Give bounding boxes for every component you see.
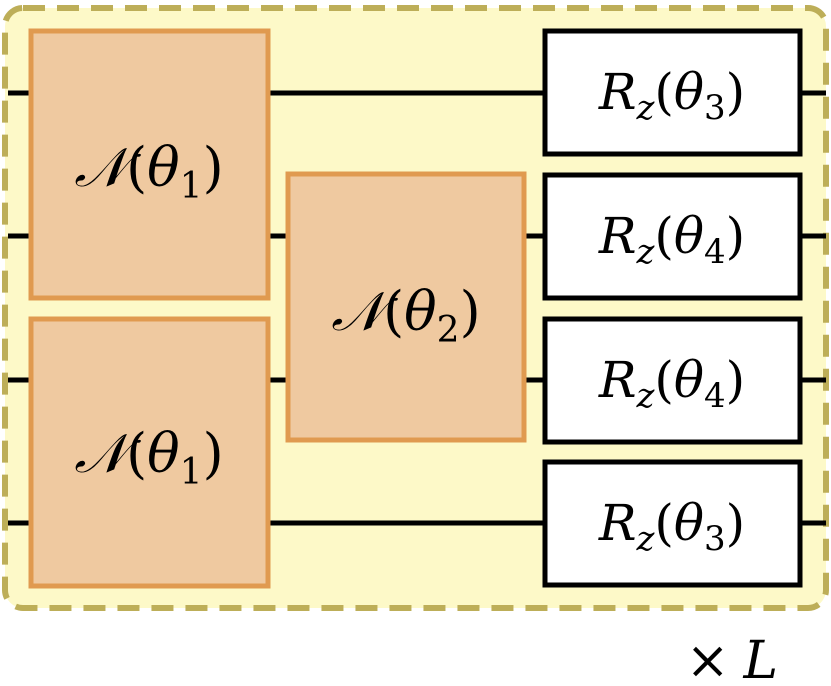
svg-text:Rz(θ4): Rz(θ4) <box>598 351 745 416</box>
n-gate-middle: 𝒩(θ2) <box>285 171 527 443</box>
n-gate-bottom-sub: 1 <box>180 452 203 493</box>
svg-text:𝒩(θ2): 𝒩(θ2) <box>331 280 480 351</box>
rz-gate-1-param: θ <box>674 63 704 121</box>
rz-gate-2-op-sub: z <box>635 232 655 272</box>
n-gate-bottom: 𝒩(θ1) <box>28 316 271 589</box>
svg-text:𝒩(θ1): 𝒩(θ1) <box>74 136 223 207</box>
rz-gate-3-param: θ <box>674 351 704 409</box>
n-gate-bottom-param: θ <box>147 422 180 485</box>
rz-gate-3-op: R <box>598 351 637 409</box>
rz-gate-2-op: R <box>598 207 637 265</box>
rz-gate-2: Rz(θ4) <box>542 172 803 301</box>
rz-gate-1: Rz(θ3) <box>542 28 803 157</box>
n-gate-top: 𝒩(θ1) <box>28 28 271 301</box>
rz-gate-2-sub: 4 <box>704 232 726 272</box>
n-gate-middle-param: θ <box>404 280 437 343</box>
n-gate-top-sub: 1 <box>180 166 203 207</box>
svg-text:Rz(θ4): Rz(θ4) <box>598 207 745 272</box>
n-gate-top-param: θ <box>147 136 180 199</box>
repeat-times-symbol: × <box>686 631 730 686</box>
rz-gate-3-sub: 4 <box>704 376 726 416</box>
rz-gate-3: Rz(θ4) <box>542 316 803 445</box>
rz-gate-1-sub: 3 <box>704 88 726 128</box>
n-gate-middle-sub: 2 <box>437 310 460 351</box>
rz-gate-4-param: θ <box>674 494 704 552</box>
rz-gate-1-op-sub: z <box>635 88 655 128</box>
rz-gate-4-op: R <box>598 494 637 552</box>
svg-text:𝒩(θ1): 𝒩(θ1) <box>74 422 223 493</box>
repeat-label: ×L <box>686 631 778 686</box>
svg-text:Rz(θ3): Rz(θ3) <box>598 494 745 559</box>
rz-gate-4: Rz(θ3) <box>542 459 803 588</box>
rz-gate-2-param: θ <box>674 207 704 265</box>
repeat-count-variable: L <box>742 631 778 686</box>
rz-gate-1-op: R <box>598 63 637 121</box>
svg-text:Rz(θ3): Rz(θ3) <box>598 63 745 128</box>
rz-gate-3-op-sub: z <box>635 376 655 416</box>
rz-gate-4-sub: 3 <box>704 519 726 559</box>
rz-gate-4-op-sub: z <box>635 519 655 559</box>
